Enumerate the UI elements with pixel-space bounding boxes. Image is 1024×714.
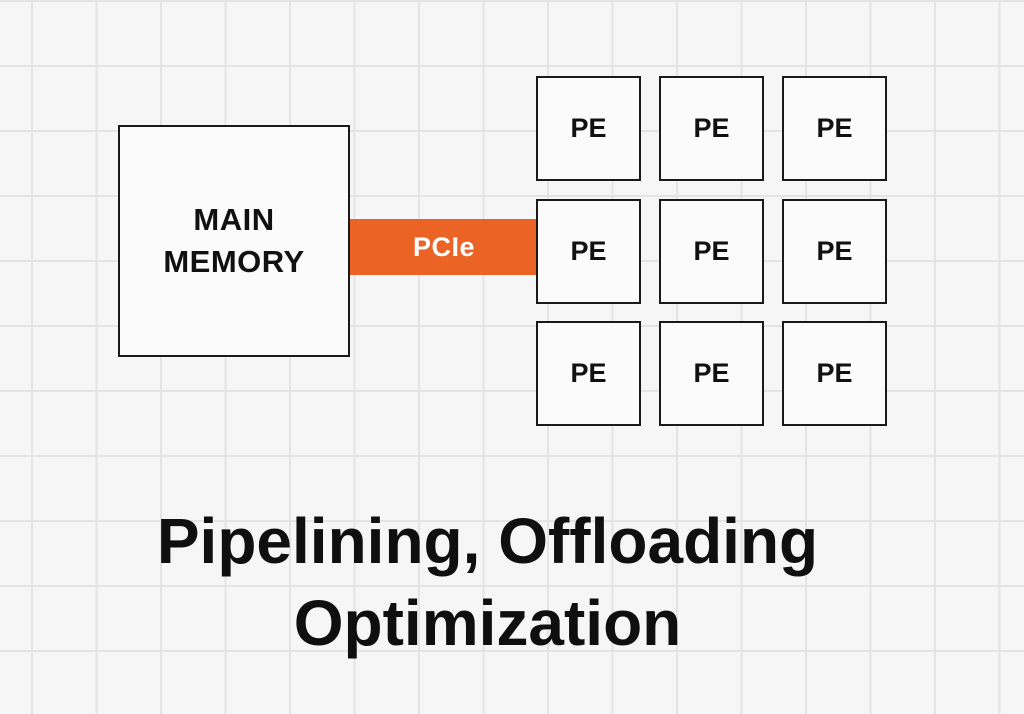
pe-box: PE <box>659 321 764 426</box>
pe-box: PE <box>659 199 764 304</box>
pe-box: PE <box>536 76 641 181</box>
pe-box: PE <box>536 321 641 426</box>
pcie-link: PCIe <box>350 219 538 275</box>
pe-box: PE <box>782 76 887 181</box>
pe-box: PE <box>536 199 641 304</box>
caption-title: Pipelining, Offloading Optimization <box>156 505 819 659</box>
main-memory-box: MAIN MEMORY <box>118 125 350 357</box>
pcie-label: PCIe <box>412 231 476 262</box>
pe-box: PE <box>782 199 887 304</box>
pe-box: PE <box>659 76 764 181</box>
pe-box: PE <box>782 321 887 426</box>
